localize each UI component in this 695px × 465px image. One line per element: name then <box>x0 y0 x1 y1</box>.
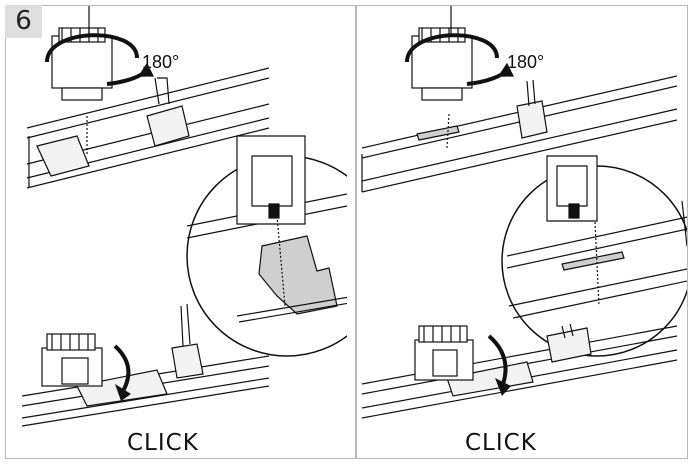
instruction-panel-right: 180° CLICK <box>357 6 695 458</box>
click-label: CLICK <box>127 430 199 456</box>
module-top-right <box>411 6 473 101</box>
module-bottom-right <box>414 325 474 381</box>
illustration-left <box>21 6 347 427</box>
instruction-panel-left: 180° CLICK <box>7 6 347 458</box>
upper-clip <box>36 135 90 177</box>
step-number-badge: 6 <box>5 5 42 38</box>
press-arrow <box>113 344 131 392</box>
module-bottom-left <box>41 333 103 387</box>
module-top-left <box>51 6 113 101</box>
guide-line-upper <box>446 113 450 149</box>
rotation-arrow <box>45 33 139 63</box>
clip-shape <box>258 235 338 315</box>
rotation-arrow <box>405 33 499 63</box>
rotation-label: 180° <box>142 52 180 72</box>
click-label: CLICK <box>465 430 537 456</box>
panel-divider <box>355 5 357 459</box>
upper-rail <box>26 67 270 189</box>
illustration-right <box>361 6 687 419</box>
press-arrow <box>487 334 508 385</box>
rotation-label: 180° <box>507 52 545 72</box>
